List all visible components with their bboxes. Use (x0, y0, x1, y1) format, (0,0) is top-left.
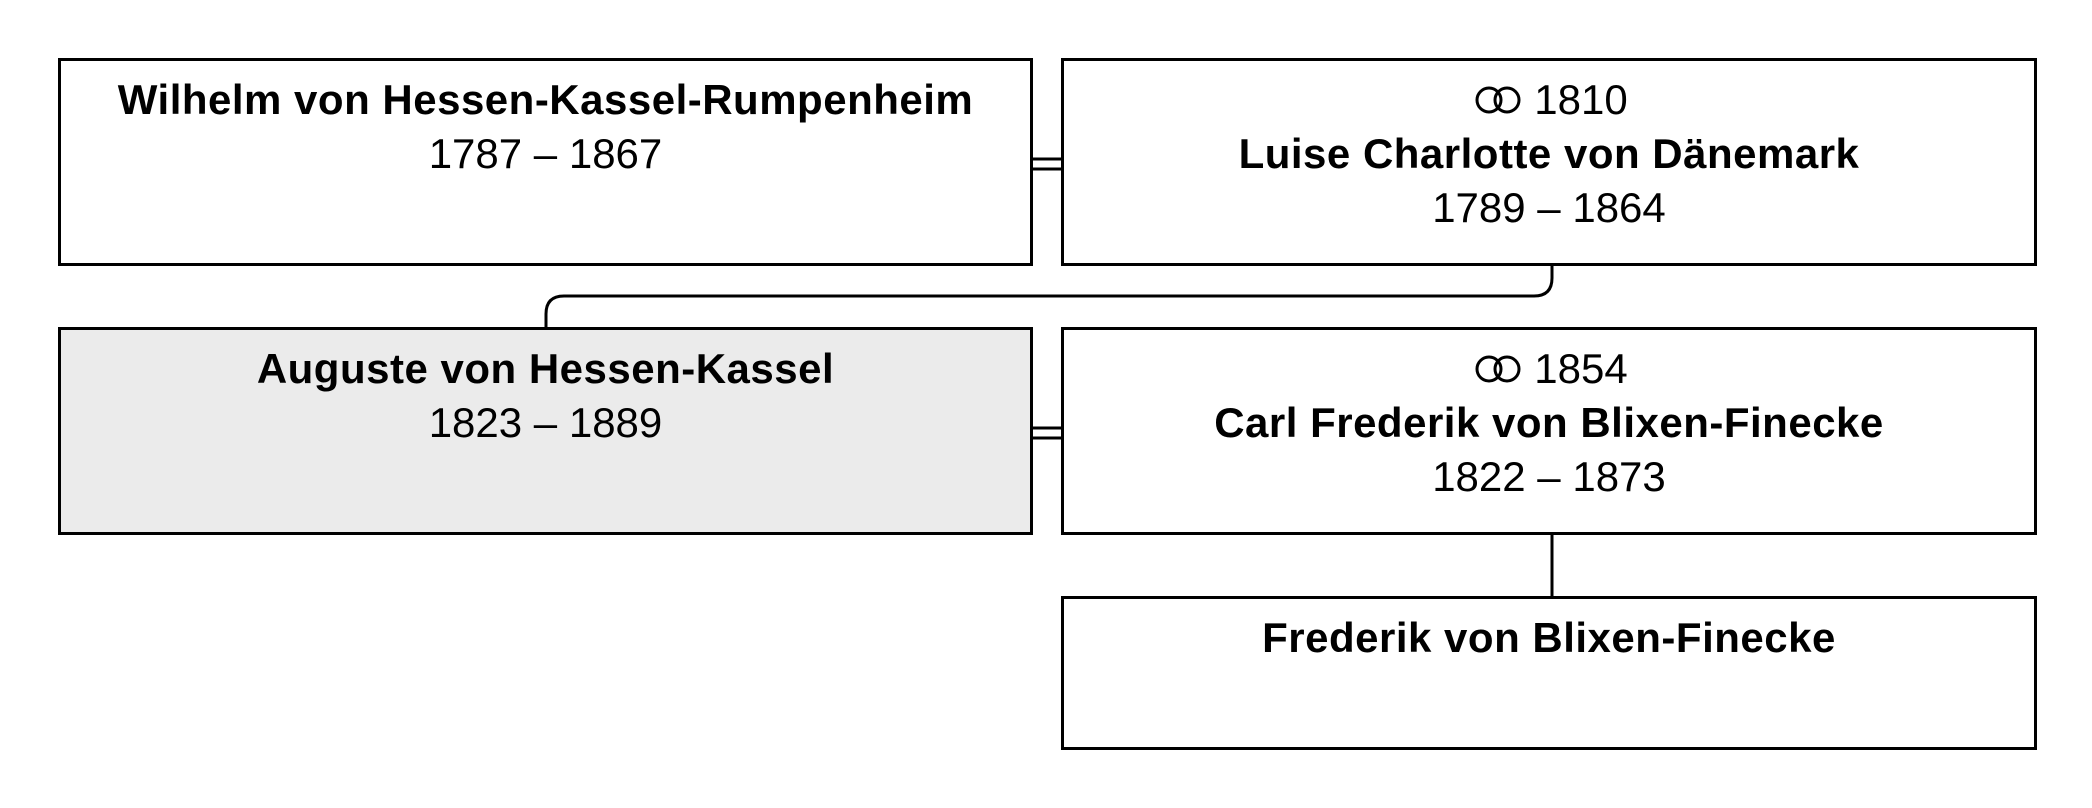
spouse-name: Carl Frederik von Blixen-Finecke (1214, 399, 1884, 446)
person-card-child[interactable]: Frederik von Blixen-Finecke (1061, 596, 2037, 750)
child-name: Frederik von Blixen-Finecke (1262, 614, 1836, 661)
mother-marriage-year: 1810 (1534, 76, 1628, 123)
person-card-mother[interactable]: 1810 Luise Charlotte von Dänemark 1789 –… (1061, 58, 2037, 266)
person-card-spouse[interactable]: 1854 Carl Frederik von Blixen-Finecke 18… (1061, 327, 2037, 535)
spouse-marriage-line: 1854 (1470, 342, 1628, 396)
mother-dates: 1789 – 1864 (1432, 184, 1666, 231)
subject-name: Auguste von Hessen-Kassel (256, 345, 835, 392)
person-card-father[interactable]: Wilhelm von Hessen-Kassel-Rumpenheim 178… (58, 58, 1033, 266)
parents-marriage-connector (1031, 157, 1062, 171)
father-dates: 1787 – 1867 (428, 130, 663, 177)
spouse-dates: 1822 – 1873 (1432, 453, 1666, 500)
subject-marriage-connector (1031, 426, 1062, 440)
mother-marriage-line: 1810 (1470, 73, 1628, 127)
parent-child-connector (544, 264, 1554, 330)
wedding-rings-icon (1475, 86, 1521, 114)
person-card-subject[interactable]: Auguste von Hessen-Kassel 1823 – 1889 (58, 327, 1033, 535)
subject-dates: 1823 – 1889 (428, 399, 663, 446)
spouse-marriage-year: 1854 (1534, 345, 1628, 392)
mother-name: Luise Charlotte von Dänemark (1238, 130, 1860, 177)
wedding-rings-icon (1475, 355, 1521, 383)
father-name: Wilhelm von Hessen-Kassel-Rumpenheim (117, 76, 974, 123)
